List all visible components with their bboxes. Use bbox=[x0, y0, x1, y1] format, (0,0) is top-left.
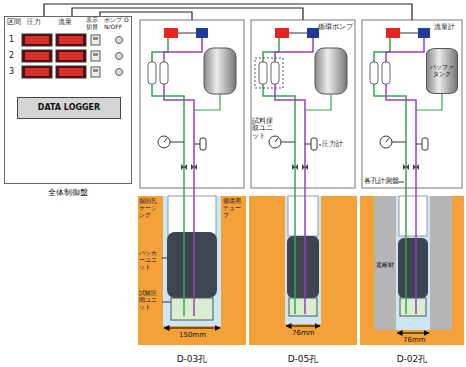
pressure-gauge bbox=[380, 136, 392, 148]
part-label: 76mm bbox=[403, 336, 426, 344]
part-label: パッカーユニット bbox=[139, 250, 161, 271]
ground bbox=[138, 196, 246, 345]
node-text: D-05孔 bbox=[249, 354, 357, 364]
casing bbox=[399, 196, 427, 236]
leader-line bbox=[162, 258, 167, 259]
sampling-unit-box bbox=[255, 58, 283, 88]
signal-wire bbox=[72, 8, 303, 20]
pump bbox=[275, 28, 289, 38]
part-label: 試験区間ユニット bbox=[139, 290, 161, 311]
measurement-panel bbox=[362, 20, 462, 188]
part-label: 表示 切替 bbox=[86, 17, 100, 31]
filter-unit bbox=[271, 62, 279, 84]
node-text: D-02孔 bbox=[360, 354, 464, 364]
node-text: D-03孔 bbox=[138, 354, 246, 364]
borehole bbox=[374, 188, 452, 333]
node-text: 全体制御盤 bbox=[0, 188, 141, 197]
node-text: DATA LOGGER bbox=[38, 103, 100, 112]
borehole bbox=[162, 188, 221, 328]
control-panel-ground bbox=[4, 16, 132, 184]
packer-unit bbox=[167, 232, 217, 298]
part-label: 循環ポンプ bbox=[318, 24, 353, 31]
pump bbox=[386, 28, 400, 38]
part-label: 1 bbox=[9, 35, 14, 44]
test-section-unit bbox=[289, 298, 317, 316]
part-label: 区間 bbox=[7, 19, 21, 26]
filter-unit bbox=[148, 62, 156, 84]
part-label: 150mm bbox=[179, 331, 206, 339]
borehole bbox=[285, 188, 321, 326]
flow-meter bbox=[418, 28, 430, 38]
part-label: 2 bbox=[9, 51, 14, 60]
part-label: 遮断材 bbox=[376, 262, 394, 269]
casing bbox=[288, 196, 318, 236]
filter-unit bbox=[160, 62, 168, 84]
test-section-unit bbox=[171, 298, 213, 320]
node-text: バッファタンク bbox=[428, 64, 456, 78]
dimension-line bbox=[397, 333, 429, 334]
ground bbox=[249, 196, 357, 345]
pressure-sensor bbox=[311, 138, 317, 150]
flow-meter bbox=[196, 28, 208, 38]
pump bbox=[164, 28, 178, 38]
part-label: 3 bbox=[9, 67, 14, 76]
casing bbox=[168, 196, 216, 236]
borehole-column: D-02孔 バッファタンク bbox=[360, 20, 464, 367]
part-label: 流量計 bbox=[434, 24, 455, 31]
measurement-panel bbox=[140, 20, 244, 188]
buffer-tank bbox=[204, 48, 236, 94]
dimension-line bbox=[164, 328, 220, 329]
packer-unit bbox=[287, 236, 319, 298]
signal-wire bbox=[44, 4, 412, 20]
flow-meter bbox=[307, 28, 319, 38]
borehole-column: D-05孔 bbox=[249, 20, 357, 367]
part-label: 各孔計測盤 bbox=[364, 178, 399, 185]
pressure-sensor bbox=[422, 138, 428, 150]
part-label: ポンプ ON/OFF bbox=[104, 17, 132, 31]
part-label: 循環用チューブ bbox=[223, 198, 245, 219]
dimension-line bbox=[286, 326, 320, 327]
borehole-column: D-03孔 bbox=[138, 20, 246, 367]
valve bbox=[403, 164, 419, 170]
control-panel: 全体制御盤DATA LOGGER bbox=[4, 16, 132, 184]
part-label: 流量 bbox=[58, 19, 72, 26]
display-row bbox=[22, 34, 123, 46]
valve bbox=[292, 164, 308, 170]
packer-unit bbox=[398, 238, 428, 298]
display-row bbox=[22, 66, 123, 78]
part-label: 掘削孔ケーシング bbox=[139, 198, 161, 219]
part-label: 試料採取ユニット bbox=[252, 118, 279, 140]
pressure-gauge bbox=[158, 136, 170, 148]
leader-line bbox=[162, 302, 171, 303]
part-label: 76mm bbox=[292, 329, 315, 337]
leader-line bbox=[398, 182, 404, 183]
filter-unit bbox=[382, 62, 390, 84]
measurement-panel bbox=[251, 20, 355, 188]
pressure-sensor bbox=[200, 138, 206, 150]
test-section-unit bbox=[400, 298, 426, 316]
data-logger-box: DATA LOGGER bbox=[17, 97, 121, 119]
part-label: 圧力 bbox=[27, 19, 41, 26]
buffer-tank bbox=[315, 48, 347, 94]
pressure-gauge bbox=[269, 136, 281, 148]
valve bbox=[181, 164, 197, 170]
display-row bbox=[22, 50, 123, 62]
sealing-material bbox=[374, 196, 452, 330]
filter-unit bbox=[370, 62, 378, 84]
filter-unit bbox=[259, 62, 267, 84]
part-label: 圧力計 bbox=[322, 141, 343, 148]
ground bbox=[360, 196, 464, 345]
buffer-tank: バッファタンク bbox=[426, 48, 458, 94]
